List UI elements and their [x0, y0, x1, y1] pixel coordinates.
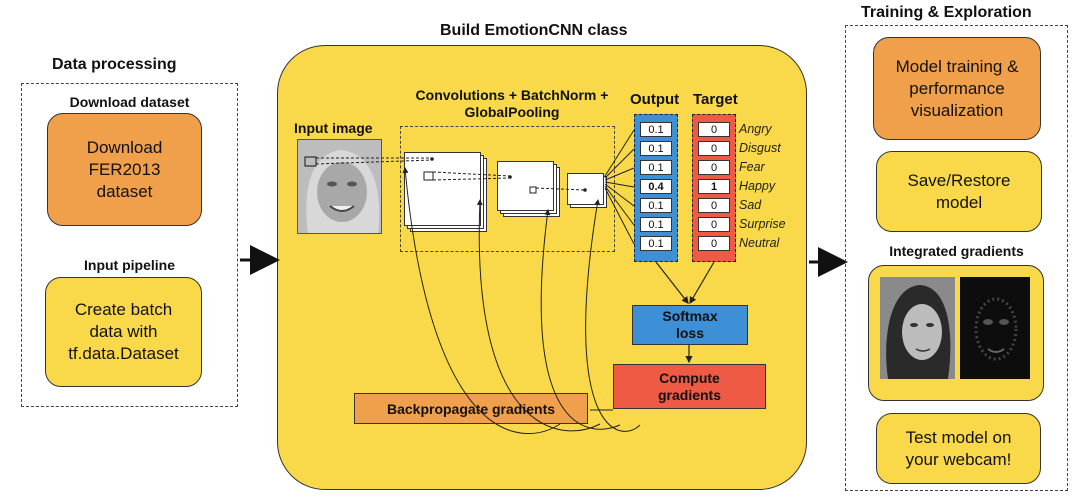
- output-cell: 0.1: [640, 236, 672, 251]
- emotion-label: Angry: [739, 122, 772, 136]
- data-processing-panel: [21, 83, 238, 407]
- input-pipeline-heading: Input pipeline: [84, 257, 175, 273]
- target-cell: 0: [698, 217, 730, 232]
- target-cell: 0: [698, 122, 730, 137]
- emotion-label: Neutral: [739, 236, 780, 250]
- section-title-data-processing: Data processing: [52, 56, 177, 73]
- emotion-label: Fear: [739, 160, 765, 174]
- output-cell: 0.4: [640, 179, 672, 194]
- output-cell: 0.1: [640, 217, 672, 232]
- conv-dashed-area: [400, 126, 615, 252]
- save-restore-box: Save/Restore model: [876, 151, 1042, 232]
- output-cell: 0.1: [640, 122, 672, 137]
- output-cell: 0.1: [640, 141, 672, 156]
- integrated-gradients-attribution-image: [960, 277, 1030, 379]
- download-dataset-heading: Download dataset: [69, 94, 190, 110]
- output-label: Output: [630, 91, 680, 108]
- emotion-label: Sad: [739, 198, 762, 212]
- feature-map-layer-1: [404, 152, 481, 226]
- training-panel: [845, 25, 1068, 491]
- emotion-label: Happy: [739, 179, 776, 193]
- emotion-label: Disgust: [739, 141, 781, 155]
- input-face-image: [297, 139, 382, 234]
- output-cell: 0.1: [640, 198, 672, 213]
- target-cell: 0: [698, 198, 730, 213]
- integrated-gradients-heading: Integrated gradients: [889, 243, 1024, 259]
- target-cell: 0: [698, 160, 730, 175]
- target-cell: 0: [698, 141, 730, 156]
- section-title-training: Training & Exploration: [861, 4, 1032, 21]
- input-image-label: Input image: [294, 120, 373, 136]
- test-webcam-box: Test model on your webcam!: [876, 413, 1041, 484]
- download-fer2013-box: Download FER2013 dataset: [47, 113, 202, 226]
- output-cell: 0.1: [640, 160, 672, 175]
- backpropagate-gradients-box: Backpropagate gradients: [354, 393, 588, 424]
- target-label: Target: [693, 91, 738, 108]
- compute-gradients-box: Compute gradients: [613, 364, 766, 409]
- feature-map-layer-2: [497, 161, 554, 211]
- create-batch-data-box: Create batch data with tf.data.Dataset: [45, 277, 202, 387]
- softmax-loss-box: Softmax loss: [632, 305, 748, 345]
- integrated-gradients-face-image: [880, 277, 955, 379]
- target-cell: 0: [698, 236, 730, 251]
- section-title-build-class: Build EmotionCNN class: [440, 22, 628, 39]
- target-cell: 1: [698, 179, 730, 194]
- model-training-box: Model training & performance visualizati…: [873, 37, 1041, 140]
- conv-label: Convolutions + BatchNorm + GlobalPooling: [415, 87, 609, 120]
- emotion-label: Surprise: [739, 217, 786, 231]
